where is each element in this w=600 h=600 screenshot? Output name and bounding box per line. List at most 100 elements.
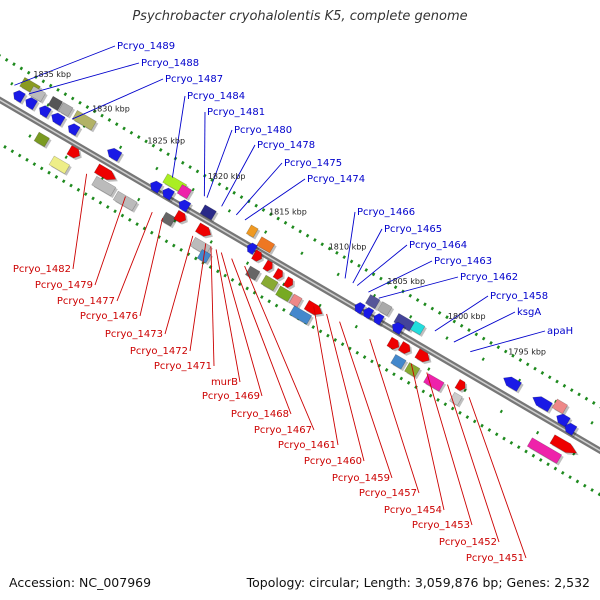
top-scale-tick [210, 178, 214, 182]
gene-body [13, 90, 26, 104]
top-scale-tick [415, 298, 420, 302]
gene-body [33, 131, 50, 148]
gene-feature [196, 248, 213, 266]
gene-body [386, 336, 400, 350]
top-scale-tick [56, 87, 60, 92]
bottom-scale-tick [230, 277, 235, 282]
gene-feature [194, 222, 213, 239]
bottom-scale-tick [311, 325, 316, 329]
gene-feature [67, 123, 83, 138]
gene-feature [173, 209, 188, 225]
gene-label-bottom: Pcryo_1469 [202, 391, 260, 402]
label-leader-line [28, 62, 140, 95]
gene-body [66, 145, 81, 159]
top-scale-tick [269, 212, 273, 217]
bottom-scale-tick [384, 368, 389, 372]
gene-feature [51, 112, 68, 128]
gene-feature [91, 175, 118, 198]
gene-body [364, 294, 381, 310]
minor-scale-tick [517, 378, 522, 383]
gene-features [13, 76, 579, 466]
top-scale-tick [584, 396, 589, 401]
gene-body [377, 301, 393, 317]
top-scale-tick [591, 401, 596, 405]
minor-scale-tick [245, 261, 250, 265]
bottom-scale-tick [98, 200, 103, 205]
bottom-scale-tick [91, 196, 95, 201]
gene-feature [275, 285, 295, 304]
top-scale-tick [511, 353, 515, 358]
top-scale-tick [445, 315, 449, 320]
top-scale-tick [48, 83, 53, 88]
top-scale-tick [158, 148, 163, 152]
gene-body [173, 209, 187, 223]
bottom-scale-tick [179, 247, 183, 252]
gene-body [282, 276, 294, 289]
top-scale-tick [26, 70, 31, 75]
gene-body [404, 362, 421, 378]
top-scale-tick [298, 229, 303, 234]
gene-label-top: Pcryo_1489 [117, 41, 175, 52]
minor-scale-tick [300, 251, 304, 256]
scale-label: 1830 kbp [92, 104, 130, 113]
label-leader-line [426, 372, 473, 526]
bottom-scale-tick [355, 350, 360, 355]
gene-feature [449, 391, 465, 408]
label-leader-line [356, 244, 408, 286]
label-leader-line [189, 243, 207, 352]
label-leader-line [339, 321, 393, 479]
gene-feature [414, 348, 432, 364]
genome-summary: Topology: circular; Length: 3,059,876 bp… [246, 575, 590, 590]
gene-body [391, 321, 405, 335]
label-leader-line [139, 218, 164, 317]
gene-body [303, 299, 323, 316]
gene-feature [71, 109, 99, 133]
top-scale-tick [12, 62, 16, 67]
scale-label: 1805 kbp [387, 277, 425, 286]
gene-label-top: Pcryo_1462 [460, 272, 518, 283]
gene-label-top: Pcryo_1458 [490, 291, 548, 302]
label-leader-line [220, 252, 263, 397]
top-scale-tick [144, 139, 148, 144]
gene-body [393, 312, 415, 332]
bottom-scale-tick [32, 162, 37, 166]
bottom-scale-tick [546, 462, 550, 467]
bottom-scale-tick [83, 192, 88, 197]
top-scale-tick [430, 306, 435, 311]
bottom-scale-tick [465, 415, 470, 420]
bottom-scale-tick [47, 170, 51, 175]
top-scale-tick [467, 328, 471, 332]
gene-body [47, 95, 64, 111]
label-leader-line [313, 306, 339, 446]
label-leader-line [215, 249, 241, 383]
bottom-scale-tick [252, 290, 257, 295]
bottom-scale-tick [282, 307, 286, 312]
gene-label-top: Pcryo_1464 [409, 240, 467, 251]
bottom-scale-tick [25, 157, 29, 162]
gene-feature [256, 236, 277, 255]
gene-feature [33, 131, 52, 149]
gene-label-bottom: Pcryo_1452 [439, 537, 497, 548]
bottom-scale-tick [590, 488, 594, 492]
gene-body [414, 348, 430, 363]
bottom-scale-tick [538, 458, 543, 462]
label-leader-line [410, 363, 445, 511]
top-scale-tick [459, 323, 464, 328]
gene-label-bottom: Pcryo_1477 [57, 296, 115, 307]
minor-scale-tick [209, 240, 213, 244]
gene-label-bottom: Pcryo_1476 [80, 311, 138, 322]
bottom-scale-tick [245, 286, 249, 291]
label-leader-line [368, 260, 433, 293]
gene-feature [404, 362, 422, 380]
gene-feature [112, 190, 140, 213]
top-scale-tick [195, 169, 200, 174]
gene-body [262, 259, 273, 272]
gene-feature [354, 302, 368, 316]
minor-scale-tick [227, 209, 232, 213]
bottom-scale-tick [348, 346, 352, 351]
minor-scale-tick [445, 336, 449, 340]
minor-scale-tick [499, 409, 503, 414]
gene-body [162, 187, 176, 201]
bottom-scale-tick [238, 282, 242, 287]
gene-label-bottom: Pcryo_1479 [35, 280, 93, 291]
